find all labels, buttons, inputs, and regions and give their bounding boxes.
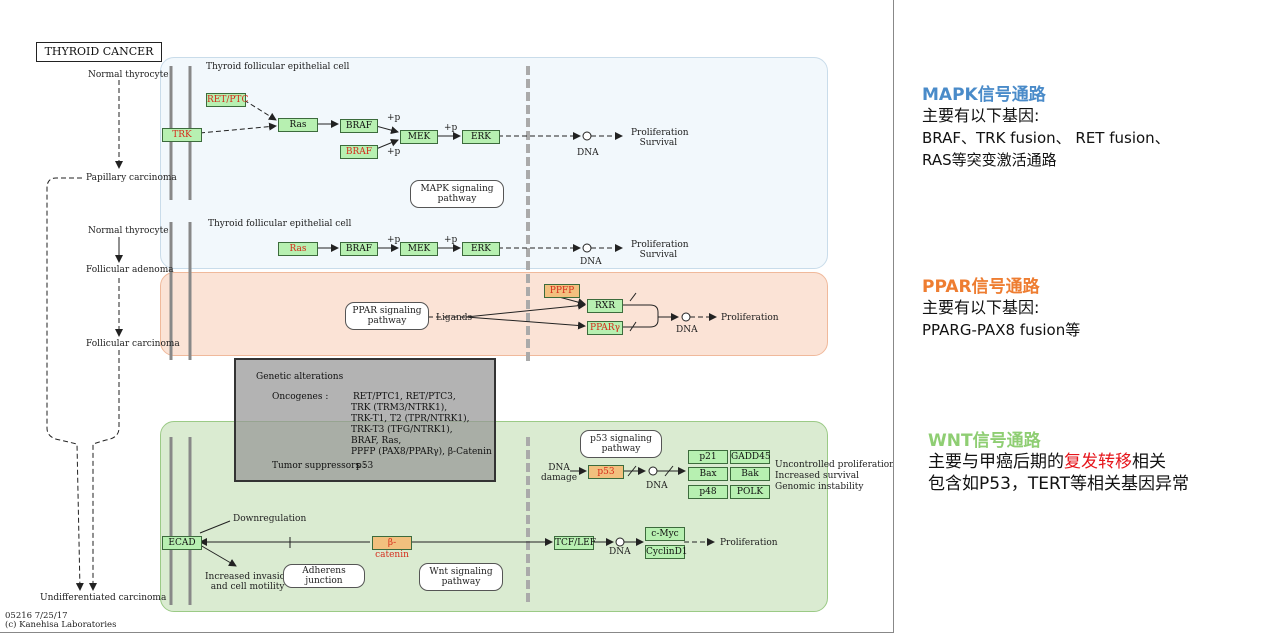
ppar-note-line: PPARG-PAX8 fusion等 [922, 321, 1081, 339]
ga-oncogene-4: TRK-T3 (TFG/NTRK1), [351, 425, 453, 435]
dna-label: DNA [609, 547, 631, 557]
phospho-label: +p [444, 235, 458, 245]
gene-erk-2[interactable]: ERK [462, 242, 500, 256]
gene-bak[interactable]: Bak [730, 467, 770, 481]
wnt-note-line-2: 包含如P53，TERT等相关基因异常 [928, 474, 1189, 494]
gene-braf[interactable]: BRAF [340, 119, 378, 133]
proliferation-label: Proliferation [720, 538, 778, 548]
ga-oncogene-2: TRK (TRM3/NTRK1), [351, 403, 448, 413]
phospho-label: +p [444, 123, 458, 133]
cell-label-top: Thyroid follicular epithelial cell [206, 62, 350, 72]
genetic-alterations-box: Genetic alterations Oncogenes : RET/PTC1… [234, 358, 496, 482]
diagram-title: THYROID CANCER [36, 42, 162, 62]
stage-normal-thyrocyte-2: Normal thyrocyte [88, 226, 169, 236]
proliferation-label: Proliferation [721, 313, 779, 323]
gene-beta-catenin[interactable]: β-catenin [372, 536, 412, 560]
mapk-panel [160, 57, 828, 269]
cell-label-mid: Thyroid follicular epithelial cell [208, 219, 352, 229]
gene-erk[interactable]: ERK [462, 130, 500, 144]
ppar-note-line: 主要有以下基因: [922, 298, 1040, 317]
dna-label: DNA [580, 257, 602, 267]
gene-mek-2[interactable]: MEK [400, 242, 438, 256]
ga-oncogene-1: RET/PTC1, RET/PTC3, [353, 392, 456, 402]
gene-p21[interactable]: p21 [688, 450, 728, 464]
ga-suppressors-label: Tumor suppressors : [272, 461, 366, 471]
ga-oncogenes-label: Oncogenes : [272, 392, 329, 402]
ppar-note: PPAR信号通路 主要有以下基因: PPARG-PAX8 fusion等 [922, 272, 1080, 341]
stage-undifferentiated: Undifferentiated carcinoma [40, 593, 167, 603]
gene-bax[interactable]: Bax [688, 467, 728, 481]
diagram-footer: 05216 7/25/17(c) Kanehisa Laboratories [5, 611, 117, 630]
adherens-junction-box[interactable]: Adherens junction [283, 564, 365, 588]
ga-suppressors: p53 [356, 461, 374, 471]
gene-ras[interactable]: Ras [278, 118, 318, 132]
gene-mek[interactable]: MEK [400, 130, 438, 144]
mapk-note-line: BRAF、TRK fusion、 RET fusion、 [922, 129, 1170, 147]
dna-label: DNA [646, 481, 668, 491]
proliferation-survival-label: Proliferation Survival [631, 240, 689, 260]
mapk-note-title: MAPK信号通路 [922, 85, 1046, 105]
gene-p48[interactable]: p48 [688, 485, 728, 499]
dna-label: DNA [577, 148, 599, 158]
gene-pparg[interactable]: PPARγ [587, 321, 623, 335]
downregulation-label: Downregulation [233, 514, 307, 524]
phospho-label: +p [387, 113, 401, 123]
gene-ret-ptc[interactable]: RET/PTC [206, 93, 249, 107]
ga-title: Genetic alterations [256, 372, 344, 382]
gene-braf-2[interactable]: BRAF [340, 242, 378, 256]
gene-cyclind1[interactable]: CyclinD1 [645, 545, 688, 559]
gene-ecad[interactable]: ECAD [162, 536, 202, 550]
gene-tcf-lef[interactable]: TCF/LEF [554, 536, 596, 550]
gene-p53[interactable]: p53 [588, 465, 624, 479]
ga-oncogene-6: PPFP (PAX8/PPARγ), β-Catenin [351, 447, 492, 457]
gene-ppfp[interactable]: PPFP [544, 284, 580, 298]
gene-c-myc[interactable]: c-Myc [645, 527, 685, 541]
ppar-note-title: PPAR信号通路 [922, 277, 1040, 297]
ligands-label: Ligands [436, 313, 473, 323]
ga-oncogene-3: TRK-T1, T2 (TPR/NTRK1), [351, 414, 470, 424]
gene-trk[interactable]: TRK [162, 128, 202, 142]
proliferation-survival-label: Proliferation Survival [631, 128, 689, 148]
gene-polk[interactable]: POLK [730, 485, 770, 499]
wnt-note-line-1: 主要与甲癌后期的复发转移相关 [928, 452, 1166, 472]
kegg-diagram: THYROID CANCER Normal thyrocyte Papillar… [0, 0, 894, 633]
phospho-label: +p [387, 147, 401, 157]
gene-rxr[interactable]: RXR [587, 299, 623, 313]
phospho-label: +p [387, 235, 401, 245]
dna-label: DNA [676, 325, 698, 335]
mapk-note-line: RAS等突变激活通路 [922, 151, 1057, 169]
stage-follicular-adenoma: Follicular adenoma [86, 265, 174, 275]
mapk-note: MAPK信号通路 主要有以下基因: BRAF、TRK fusion、 RET f… [922, 80, 1170, 171]
gene-ras-mutant[interactable]: Ras [278, 242, 318, 256]
wnt-note: WNT信号通路 主要与甲癌后期的复发转移相关 包含如P53，TERT等相关基因异… [928, 426, 1189, 495]
stage-papillary: Papillary carcinoma [86, 173, 177, 183]
mapk-note-line: 主要有以下基因: [922, 106, 1040, 125]
invasion-label: Increased invasion and cell motility [205, 572, 291, 592]
ga-oncogene-5: BRAF, Ras, [351, 436, 402, 446]
stage-follicular-carcinoma: Follicular carcinoma [86, 339, 180, 349]
gene-gadd45[interactable]: GADD45 [730, 450, 771, 464]
gene-braf-mutant[interactable]: BRAF [340, 145, 378, 159]
stage-normal-thyrocyte: Normal thyrocyte [88, 70, 169, 80]
wnt-note-title: WNT信号通路 [928, 431, 1041, 451]
